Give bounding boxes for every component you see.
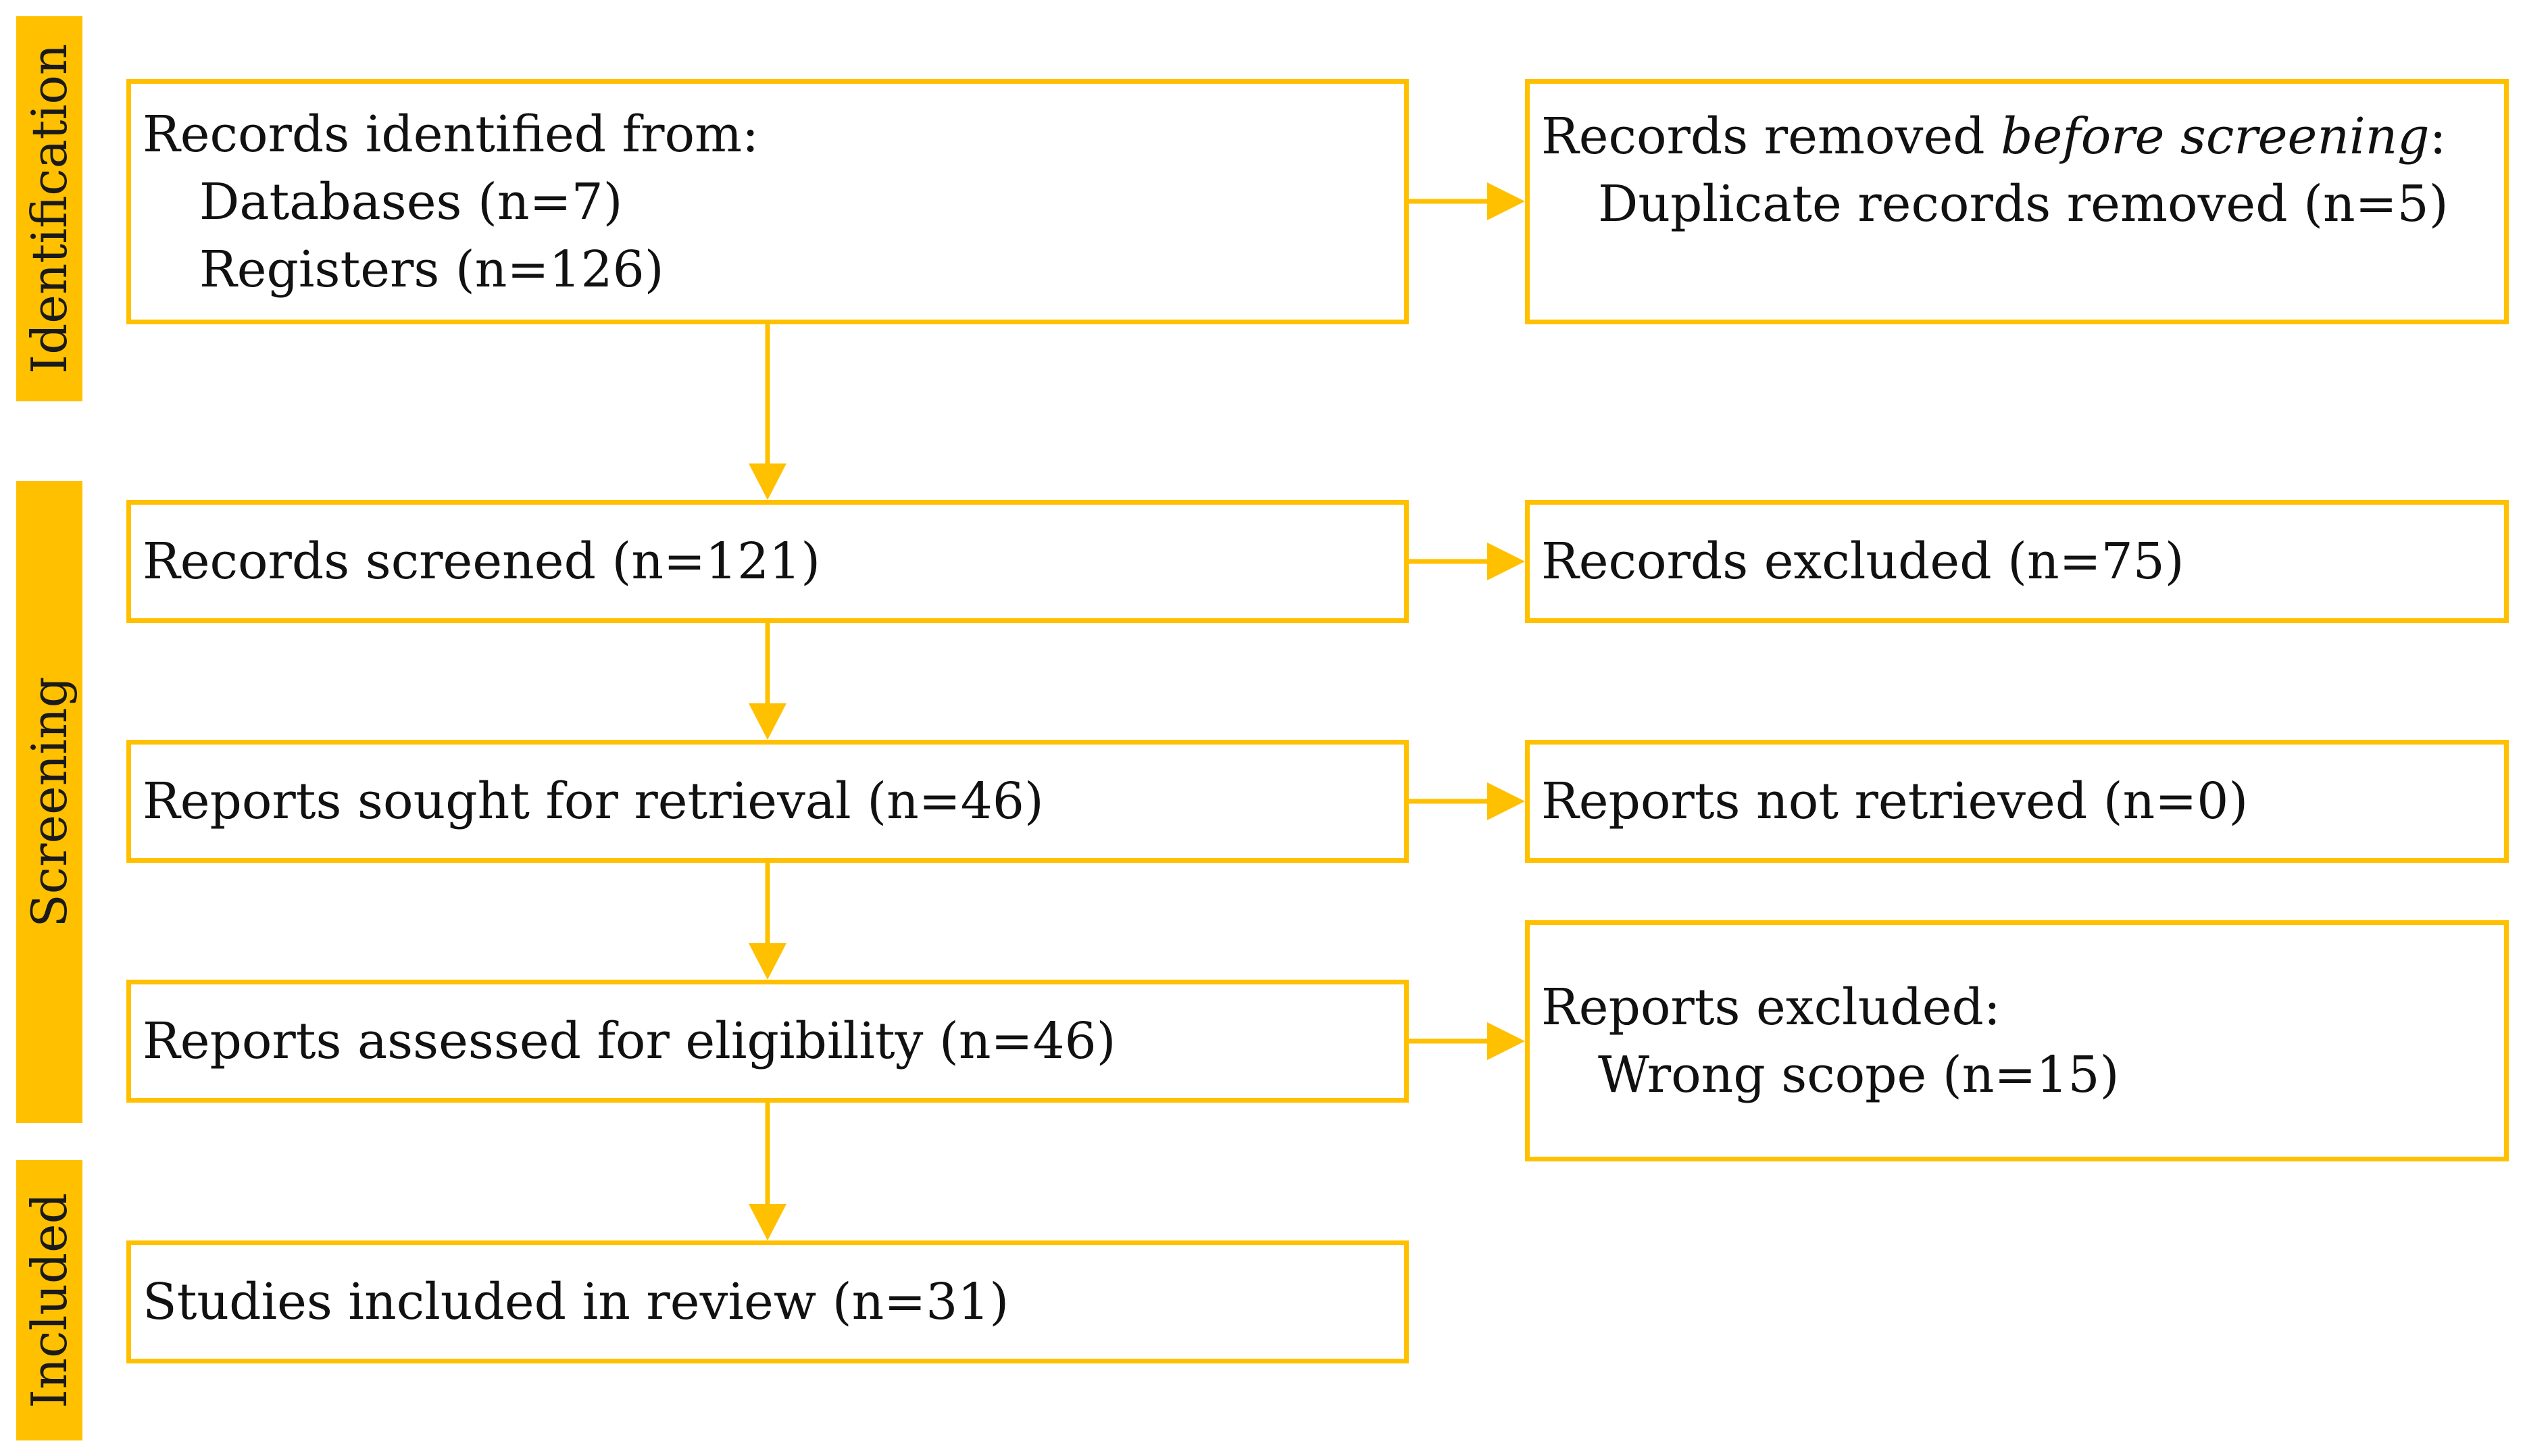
wrong-scope-text: Wrong scope (n=15) xyxy=(1598,1045,2120,1104)
arrowhead-down-3 xyxy=(749,943,786,980)
arrowhead-right-4 xyxy=(1487,1022,1525,1060)
arrowhead-down-1 xyxy=(749,463,786,500)
records-screened-box: Records screened (n=121) xyxy=(126,500,1409,623)
studies-included-text: Studies included in review (n=31) xyxy=(143,1273,1009,1331)
records-excluded-box: Records excluded (n=75) xyxy=(1525,500,2509,623)
records-excluded-text: Records excluded (n=75) xyxy=(1541,532,2184,591)
duplicate-records-text: Duplicate records removed (n=5) xyxy=(1598,175,2449,233)
arrowhead-right-1 xyxy=(1487,182,1525,220)
arrowhead-down-2 xyxy=(749,703,786,740)
reports-sought-box: Reports sought for retrieval (n=46) xyxy=(126,740,1409,863)
databases-count: Databases (n=7) xyxy=(199,172,623,231)
reports-assessed-box: Reports assessed for eligibility (n=46) xyxy=(126,980,1409,1103)
records-removed-prefix: Records removed xyxy=(1541,107,2001,166)
reports-sought-text: Reports sought for retrieval (n=46) xyxy=(143,772,1044,830)
records-removed-italic: before screening xyxy=(2001,107,2430,166)
arrowhead-right-3 xyxy=(1487,782,1525,820)
studies-included-box: Studies included in review (n=31) xyxy=(126,1240,1409,1363)
records-identified-box: Records identified from: Databases (n=7)… xyxy=(126,79,1409,324)
records-removed-box: Records removed before screening: Duplic… xyxy=(1525,79,2509,324)
phase-bar-included: Included xyxy=(16,1160,82,1440)
reports-assessed-text: Reports assessed for eligibility (n=46) xyxy=(143,1012,1116,1070)
records-removed-suffix: : xyxy=(2429,107,2447,166)
arrowhead-right-2 xyxy=(1487,543,1525,580)
records-removed-title: Records removed before screening: xyxy=(1541,103,2504,170)
arrowhead-down-4 xyxy=(749,1204,786,1240)
registers-count: Registers (n=126) xyxy=(199,240,664,299)
reports-excluded-box: Reports excluded: Wrong scope (n=15) xyxy=(1525,920,2509,1161)
reports-not-retrieved-box: Reports not retrieved (n=0) xyxy=(1525,740,2509,863)
records-identified-title: Records identified from: xyxy=(143,105,759,164)
reports-excluded-title: Reports excluded: xyxy=(1541,978,2001,1036)
phase-bar-identification: Identification xyxy=(16,16,82,401)
phase-bar-screening: Screening xyxy=(16,481,82,1123)
records-screened-text: Records screened (n=121) xyxy=(143,532,821,591)
reports-not-retrieved-text: Reports not retrieved (n=0) xyxy=(1541,772,2249,830)
